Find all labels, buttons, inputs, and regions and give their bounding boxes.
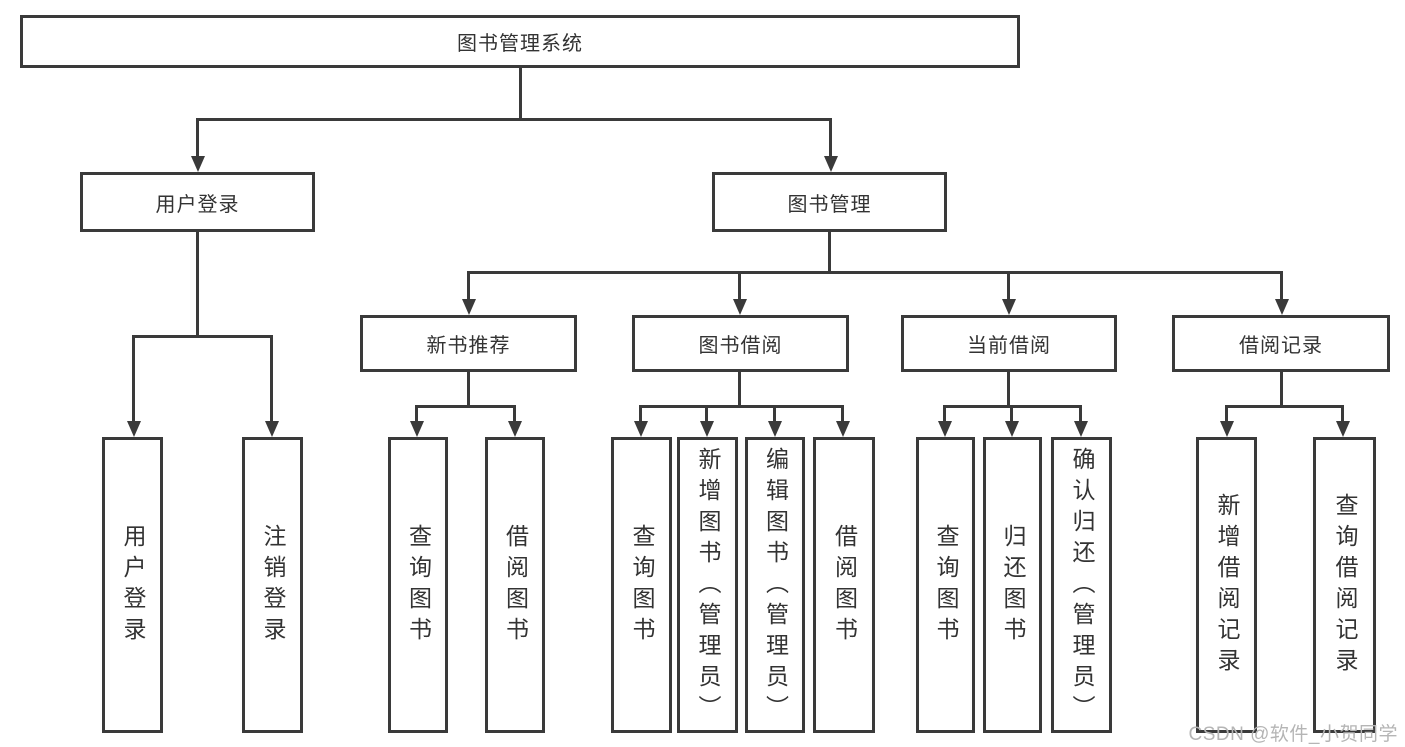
node-leaf-confirm-return-admin: 确认归还（管理员） xyxy=(1051,437,1112,733)
node-leaf-return-book: 归还图书 xyxy=(983,437,1042,733)
arrowhead-down xyxy=(1275,299,1289,315)
arrowhead-down xyxy=(410,421,424,437)
connector-line xyxy=(196,118,199,158)
connector-line xyxy=(513,405,516,423)
node-leaf-logout: 注销登录 xyxy=(242,437,303,733)
connector-line xyxy=(1010,405,1013,423)
connector-line xyxy=(1079,405,1082,423)
arrowhead-down xyxy=(127,421,141,437)
connector-line xyxy=(828,232,831,273)
node-leaf-edit-book-admin: 编辑图书（管理员） xyxy=(745,437,805,733)
connector-line xyxy=(829,118,832,158)
connector-line xyxy=(270,335,273,423)
csdn-watermark: CSDN @软件_小贺同学 xyxy=(1188,724,1398,745)
arrowhead-down xyxy=(462,299,476,315)
node-leaf-borrow-book-bb: 借阅图书 xyxy=(813,437,875,733)
connector-line xyxy=(1341,405,1344,423)
node-new-book-recommend: 新书推荐 xyxy=(360,315,577,372)
arrowhead-down xyxy=(1220,421,1234,437)
node-book-management: 图书管理 xyxy=(712,172,947,232)
arrowhead-down xyxy=(265,421,279,437)
connector-line xyxy=(943,405,946,423)
connector-line xyxy=(467,271,1283,274)
connector-line xyxy=(1007,271,1010,301)
connector-line xyxy=(1280,372,1283,407)
connector-line xyxy=(738,271,741,301)
connector-line xyxy=(1007,372,1010,407)
arrowhead-down xyxy=(191,156,205,172)
arrowhead-down xyxy=(508,421,522,437)
node-borrowing-records: 借阅记录 xyxy=(1172,315,1390,372)
connector-line xyxy=(196,118,832,121)
connector-line xyxy=(738,372,741,407)
arrowhead-down xyxy=(700,421,714,437)
arrowhead-down xyxy=(824,156,838,172)
connector-line xyxy=(196,232,199,337)
node-leaf-query-book-nb: 查询图书 xyxy=(388,437,448,733)
arrowhead-down xyxy=(768,421,782,437)
connector-line xyxy=(841,405,844,423)
connector-line xyxy=(1225,405,1228,423)
connector-line xyxy=(1225,405,1344,408)
node-leaf-add-book-admin: 新增图书（管理员） xyxy=(677,437,738,733)
arrowhead-down xyxy=(1074,421,1088,437)
arrowhead-down xyxy=(836,421,850,437)
connector-line xyxy=(467,372,470,407)
connector-line xyxy=(773,405,776,423)
connector-line xyxy=(132,335,273,338)
node-leaf-query-book-bb: 查询图书 xyxy=(611,437,672,733)
node-book-borrowing: 图书借阅 xyxy=(632,315,849,372)
node-library-system: 图书管理系统 xyxy=(20,15,1020,68)
connector-line xyxy=(132,335,135,423)
arrowhead-down xyxy=(1005,421,1019,437)
node-leaf-query-book-cb: 查询图书 xyxy=(916,437,975,733)
node-leaf-borrow-book-nb: 借阅图书 xyxy=(485,437,545,733)
node-leaf-query-borrow-record: 查询借阅记录 xyxy=(1313,437,1376,733)
connector-line xyxy=(415,405,418,423)
connector-line xyxy=(519,68,522,120)
arrowhead-down xyxy=(1336,421,1350,437)
node-leaf-add-borrow-record: 新增借阅记录 xyxy=(1196,437,1257,733)
connector-line xyxy=(639,405,642,423)
arrowhead-down xyxy=(938,421,952,437)
connector-line xyxy=(639,405,844,408)
node-leaf-user-login: 用户登录 xyxy=(102,437,163,733)
connector-line xyxy=(705,405,708,423)
arrowhead-down xyxy=(1002,299,1016,315)
arrowhead-down xyxy=(634,421,648,437)
node-user-login: 用户登录 xyxy=(80,172,315,232)
arrowhead-down xyxy=(733,299,747,315)
node-current-borrowing: 当前借阅 xyxy=(901,315,1117,372)
connector-line xyxy=(415,405,516,408)
connector-line xyxy=(467,271,470,301)
connector-line xyxy=(1280,271,1283,301)
